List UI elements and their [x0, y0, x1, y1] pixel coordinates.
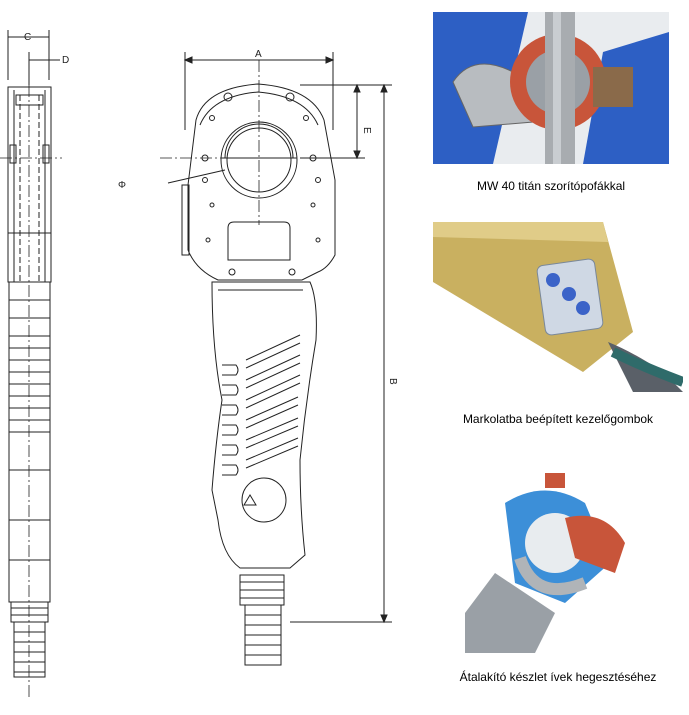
- photo-caption-conversion-kit: Átalakító készlet ívek hegesztéséhez: [459, 670, 657, 684]
- technical-drawing: C D A E B Φ: [0, 30, 398, 700]
- front-view: [160, 52, 392, 666]
- dim-a-label: A: [255, 49, 262, 60]
- photo-clamp-jaws: [433, 12, 669, 164]
- photo-caption-handle-buttons: Markolatba beépített kezelőgombok: [462, 412, 654, 426]
- photo-handle-buttons: [433, 222, 683, 392]
- side-view: [0, 30, 62, 700]
- photo-caption-clamp-jaws: MW 40 titán szorítópofákkal: [476, 179, 626, 193]
- dim-b-label: B: [387, 378, 398, 385]
- photo-conversion-kit: [465, 463, 645, 653]
- dim-d-label: D: [62, 55, 69, 66]
- dim-phi-label: Φ: [118, 180, 126, 191]
- dim-e-label: E: [361, 127, 372, 134]
- dim-c-label: C: [24, 32, 31, 43]
